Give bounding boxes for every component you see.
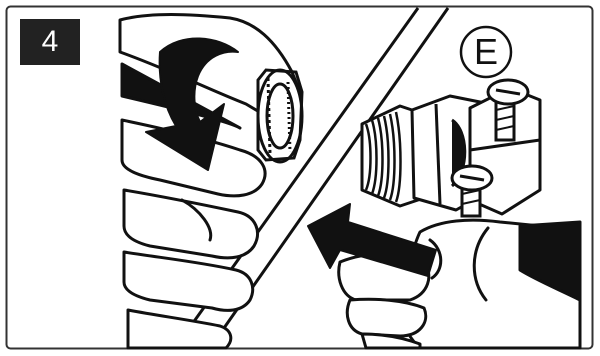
part-callout-label: E [461,27,511,77]
step-number-badge: 4 [20,19,80,65]
lock-nut [258,70,302,162]
